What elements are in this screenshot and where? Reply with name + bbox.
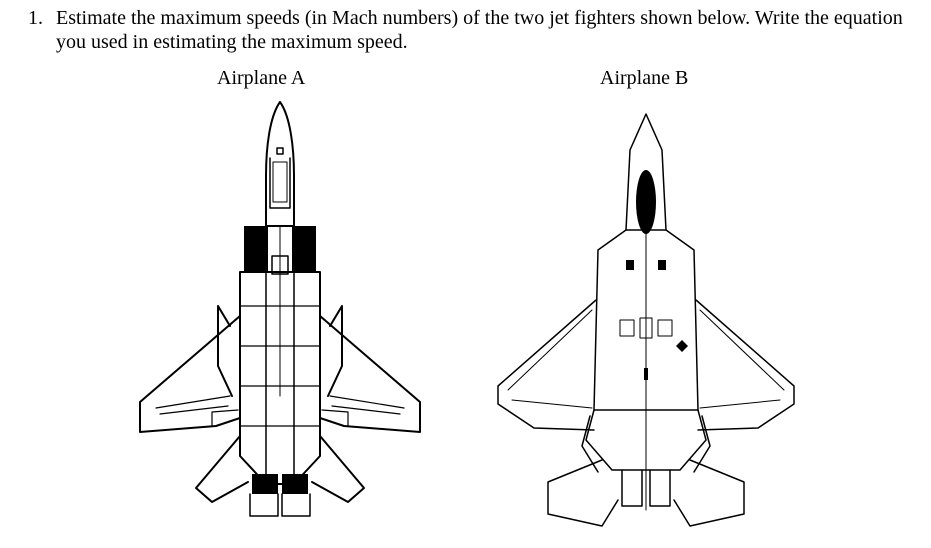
question-number: 1. [28, 7, 43, 29]
airplane-a-label: Airplane A [217, 67, 306, 89]
airplane-a-drawing [139, 101, 421, 517]
airplane-b-label: Airplane B [600, 67, 689, 89]
question-text: Estimate the maximum speeds (in Mach num… [56, 7, 903, 53]
f15-fighter-topview-icon [139, 101, 421, 517]
f22-fighter-topview-icon [497, 113, 795, 527]
airplane-b-drawing [497, 113, 795, 527]
